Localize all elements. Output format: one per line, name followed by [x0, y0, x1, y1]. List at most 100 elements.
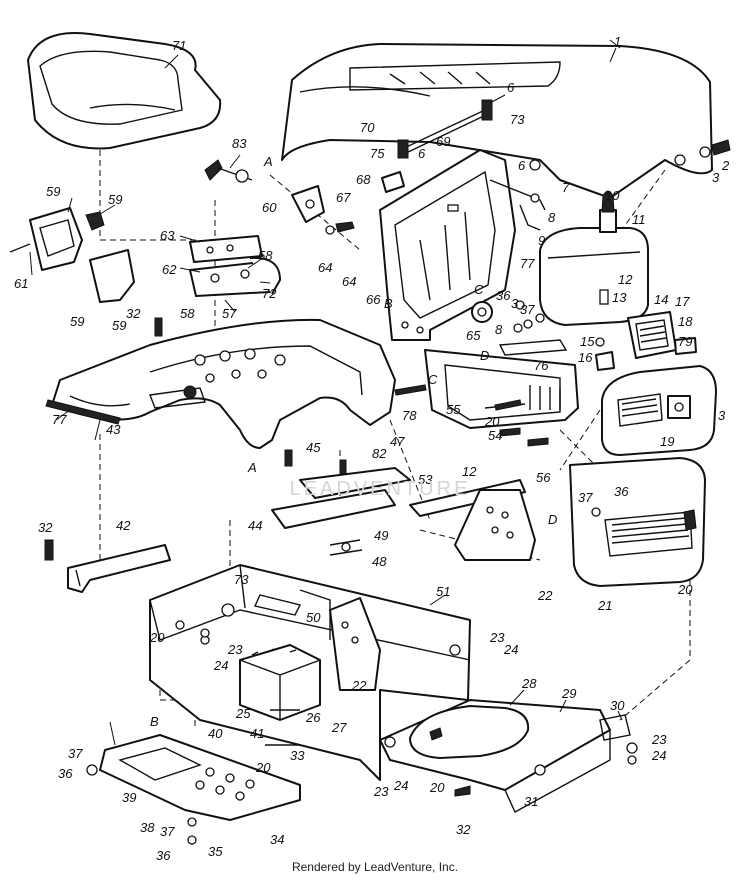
bolts-group [44, 300, 638, 845]
callout-26: 26 [305, 710, 321, 725]
seal-part-64 [471, 301, 493, 323]
callout-39: 39 [122, 790, 136, 805]
callout-41: 41 [250, 726, 264, 741]
callout-24: 24 [393, 778, 408, 793]
callout-19: 19 [660, 434, 674, 449]
rear-fender-part-43 [45, 318, 396, 449]
fuel-tank-part-11 [539, 190, 649, 326]
callout-C: D [548, 512, 557, 527]
callout-20: 20 [677, 582, 693, 597]
callout-36: 36 [58, 766, 73, 781]
callout-43: 43 [106, 422, 121, 437]
callout-3: 3 [511, 296, 519, 311]
callout-60: 61 [14, 276, 28, 291]
callout-42: 42 [116, 518, 131, 533]
plate-part-44 [271, 489, 396, 529]
callout-C: C [474, 282, 484, 297]
callout-44: 44 [248, 518, 262, 533]
callout-6: 6 [507, 80, 515, 95]
callout-62: 63 [160, 228, 175, 243]
callout-29: 29 [561, 686, 576, 701]
callout-23: 23 [489, 630, 505, 645]
callout-73: 73 [510, 112, 525, 127]
callout-59: 59 [70, 314, 84, 329]
callout-78: 79 [678, 334, 692, 349]
callout-22: 22 [351, 678, 367, 693]
callout-37: 37 [520, 302, 535, 317]
headlight-part-17 [627, 311, 677, 359]
callout-77: 78 [402, 408, 417, 423]
throttle-lever-part-59 [9, 185, 325, 303]
callout-13: 13 [612, 290, 627, 305]
rear-tray-part-29 [379, 699, 611, 813]
callout-3: 3 [712, 170, 720, 185]
callout-71: 72 [262, 286, 277, 301]
pivot-arm-part-7 [489, 179, 546, 231]
callout-18: 18 [678, 314, 693, 329]
callout-20: 20 [429, 780, 445, 795]
clip-part-66 [325, 221, 355, 235]
callout-65: 66 [366, 292, 381, 307]
callout-51: 51 [436, 584, 450, 599]
callout-56: 56 [536, 470, 551, 485]
callout-9: 9 [538, 233, 545, 248]
front-grille-part-19 [601, 365, 717, 456]
callout-32: 32 [456, 822, 471, 837]
callout-55: 55 [446, 402, 461, 417]
callout-24: 24 [503, 642, 518, 657]
callout-77: 77 [520, 256, 535, 271]
tank-strap-part-75 [498, 339, 568, 356]
callout-50: 50 [306, 610, 321, 625]
callout-82: 83 [232, 136, 247, 151]
bushing-part-48 [329, 539, 363, 556]
callout-73: 75 [370, 146, 385, 161]
callout-66: 67 [336, 190, 351, 205]
callout-47: 47 [390, 434, 405, 449]
callout-14: 14 [654, 292, 668, 307]
callout-24: 24 [651, 748, 666, 763]
callout-76: 77 [52, 412, 67, 427]
callout-12: 12 [462, 464, 477, 479]
callout-20: 20 [484, 414, 500, 429]
callout-37: 37 [578, 490, 593, 505]
callout-70: 71 [172, 38, 186, 53]
callout-23: 23 [373, 784, 389, 799]
callout-58: 58 [180, 306, 195, 321]
callout-8: 8 [548, 210, 556, 225]
dash-panel-part-65 [379, 149, 516, 341]
bulb-part-78 [674, 337, 697, 355]
callout-27: 27 [331, 720, 347, 735]
callout-75: 76 [534, 358, 549, 373]
callout-38: 38 [140, 820, 155, 835]
nut-part-6 [529, 159, 541, 203]
callout-64: 65 [466, 328, 481, 343]
tank-bolts-part-37 [513, 313, 545, 333]
plate-part-47 [299, 467, 411, 499]
callout-28: 28 [521, 676, 537, 691]
callout-17: 17 [675, 294, 690, 309]
callout-61: 62 [162, 262, 177, 277]
callout-67: 68 [356, 172, 371, 187]
callout-69: 70 [360, 120, 375, 135]
callout-83: A [263, 154, 273, 169]
callout-63: 64 [318, 260, 332, 275]
callout-24: 24 [213, 658, 228, 673]
callout-45: 45 [306, 440, 321, 455]
callout-22: 22 [537, 588, 553, 603]
footer-credit: Rendered by LeadVenture, Inc. [291, 860, 459, 874]
switch-part-67 [381, 171, 405, 193]
callout-54: 54 [488, 428, 502, 443]
nose-cone-part-21 [569, 457, 706, 587]
hood-part-1 [281, 43, 713, 199]
callout-B: B [384, 296, 393, 311]
callout-10: 10 [605, 188, 620, 203]
callout-25: 25 [235, 706, 251, 721]
bracket-part-30 [599, 714, 631, 741]
side-panel-part-55 [424, 349, 579, 429]
callout-49: 49 [374, 528, 388, 543]
key-switch-part-82 [204, 159, 253, 183]
callout-59: 59 [46, 184, 60, 199]
battery-part-27 [239, 644, 321, 721]
callout-30: 30 [610, 698, 625, 713]
